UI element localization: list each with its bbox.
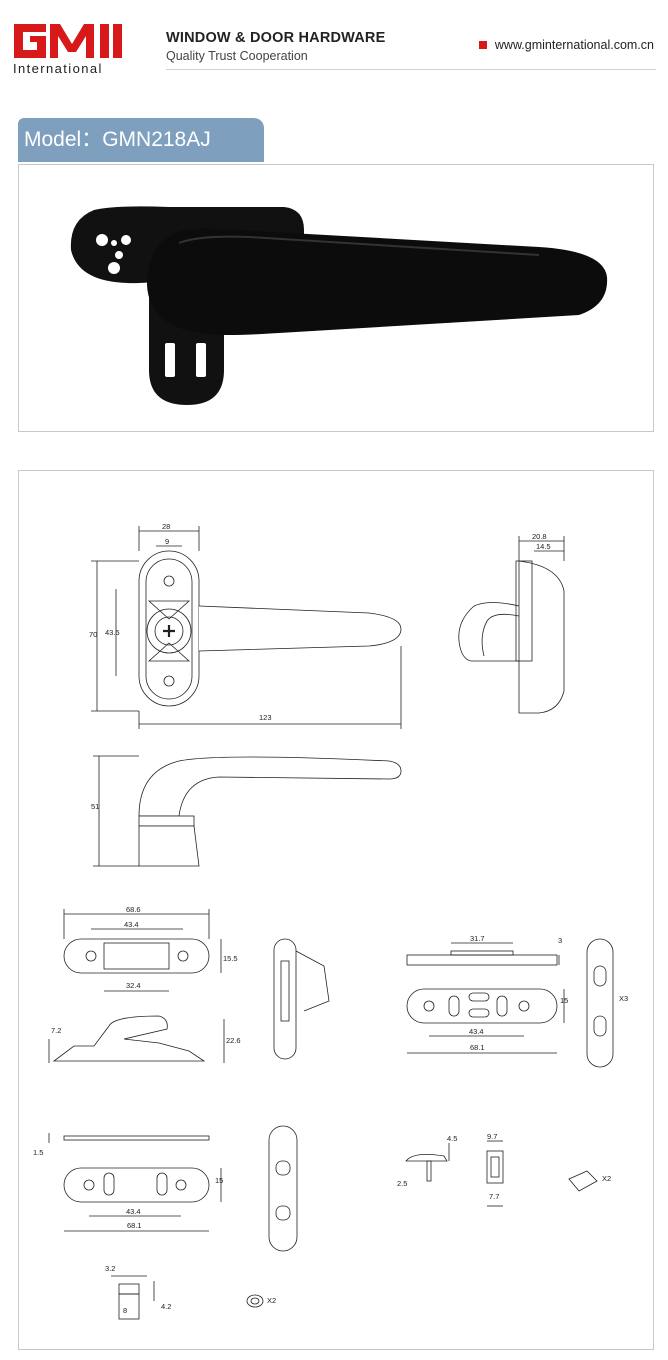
model-title: Model：GMN218AJ [18,118,264,162]
dim-3-2: 3.2 [105,1264,115,1273]
small-parts [405,1140,598,1207]
dim-3: 3 [558,936,562,945]
product-photo [18,164,654,432]
technical-drawing: 28 9 70 43.5 123 20.8 14.5 51 [18,470,654,1350]
header-title: WINDOW & DOOR HARDWARE [166,30,386,46]
dim-70: 70 [89,630,97,639]
dim-9: 9 [165,537,169,546]
dim-1-5: 1.5 [33,1148,43,1157]
dim-x3: X3 [619,994,628,1003]
dim-15b: 15 [215,1176,223,1185]
dim-4-2: 4.2 [161,1302,171,1311]
header-subtitle: Quality Trust Cooperation [166,49,308,63]
header-divider [166,69,656,70]
side-view [458,536,565,714]
dim-x2b: X2 [267,1296,276,1305]
keeper-iso [273,938,330,1060]
plate-bottom [48,1125,298,1252]
pin-and-ring [111,1275,264,1320]
website-link[interactable]: www.gminternational.com.cn [478,38,654,52]
dim-43-4b: 43.4 [469,1027,484,1036]
dim-7-2: 7.2 [51,1026,61,1035]
website-text: www.gminternational.com.cn [494,38,654,52]
profile-view [93,755,402,867]
dim-2-5: 2.5 [397,1179,407,1188]
dim-32-4: 32.4 [126,981,141,990]
dim-x2a: X2 [602,1174,611,1183]
dim-68-1b: 68.1 [127,1221,142,1230]
gmi-logo [14,24,122,58]
dim-9-7: 9.7 [487,1132,497,1141]
keeper-left [48,909,225,1063]
dim-31-7: 31.7 [470,934,485,943]
dim-20-8: 20.8 [532,532,547,541]
slider-right [406,938,614,1068]
bullet-square-icon [478,41,487,49]
dim-8: 8 [123,1306,127,1315]
handle-photo-icon [70,206,608,405]
dim-123: 123 [259,713,272,722]
dim-68-1a: 68.1 [470,1043,485,1052]
brand-subtext: International [13,61,103,76]
dim-51: 51 [91,802,99,811]
dim-15-5: 15.5 [223,954,238,963]
dim-22-6: 22.6 [226,1036,241,1045]
dim-43-5: 43.5 [105,628,120,637]
dim-28: 28 [162,522,170,531]
dim-15a: 15 [560,996,568,1005]
dim-4-5: 4.5 [447,1134,457,1143]
dim-14-5: 14.5 [536,542,551,551]
dim-7-7: 7.7 [489,1192,499,1201]
dim-43-4a: 43.4 [124,920,139,929]
front-view [91,526,402,729]
dim-43-4c: 43.4 [126,1207,141,1216]
dim-68-6: 68.6 [126,905,141,914]
